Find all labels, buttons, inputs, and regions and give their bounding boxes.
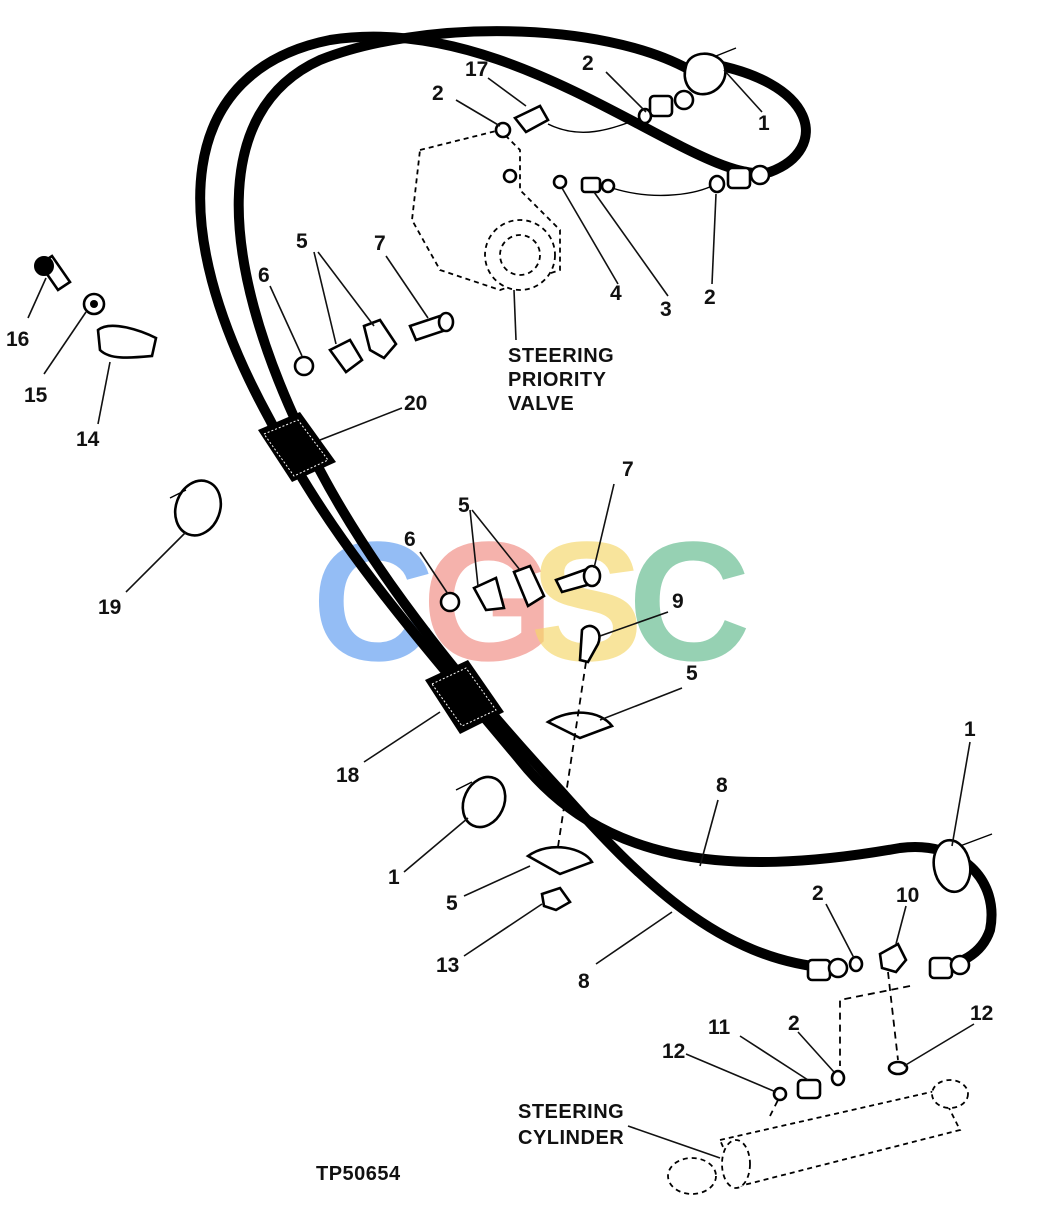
clamp-lower-left — [455, 775, 507, 829]
callout-15: 15 — [24, 384, 48, 407]
callout-6-a: 6 — [258, 264, 270, 287]
callout-9: 9 — [672, 590, 684, 613]
callout-14: 14 — [76, 428, 100, 451]
caption-line-1: STEERING — [508, 345, 614, 367]
steering-cylinder — [667, 1079, 969, 1195]
callout-1-a: 1 — [758, 112, 770, 135]
callout-10: 10 — [896, 884, 919, 907]
watermark-letter-3: S — [530, 507, 643, 697]
fittings-cylinder — [769, 942, 911, 1117]
callout-16: 16 — [6, 328, 29, 351]
hose-end-fitting-lower-right — [928, 954, 971, 980]
fittings-valve — [494, 104, 726, 197]
callout-5-d: 5 — [446, 892, 458, 915]
callout-7-a: 7 — [374, 232, 386, 255]
hose-end-fitting-lower-left — [806, 957, 849, 982]
callout-12-a: 12 — [662, 1040, 685, 1063]
callout-7-b: 7 — [622, 458, 634, 481]
callout-20: 20 — [404, 392, 427, 415]
watermark-letter-4: C — [628, 507, 751, 697]
figure-code: TP50654 — [316, 1163, 401, 1185]
caption-line-2: PRIORITY — [508, 369, 607, 391]
caption-line-3: VALVE — [508, 393, 574, 415]
callouts: 17 2 2 1 4 3 2 5 7 6 16 15 14 20 19 7 5 … — [6, 52, 993, 1063]
steering-priority-valve — [411, 129, 561, 291]
callout-5-a: 5 — [296, 230, 308, 253]
callout-2-c: 2 — [704, 286, 716, 309]
clamp-19 — [169, 479, 223, 537]
hose-group — [195, 26, 997, 982]
caption-steering-cylinder: STEERING CYLINDER — [518, 1101, 624, 1149]
callout-1-b: 1 — [964, 718, 976, 741]
callout-18: 18 — [336, 764, 360, 787]
watermark-letter-1: C — [312, 507, 435, 697]
hose-guard-18 — [425, 660, 504, 734]
callout-8-b: 8 — [578, 970, 590, 993]
callout-12-b: 12 — [970, 1002, 993, 1025]
callout-2-b: 2 — [582, 52, 594, 75]
hose-end-fitting-top — [648, 89, 695, 118]
callout-1-c: 1 — [388, 866, 400, 889]
clip-lower — [525, 661, 615, 912]
caption-line-2: CYLINDER — [518, 1127, 624, 1149]
callout-6-b: 6 — [404, 528, 416, 551]
hose-end-fitting-right — [726, 164, 771, 190]
hose-guard-20 — [258, 412, 336, 482]
callout-4: 4 — [610, 282, 622, 305]
leader-lines — [27, 69, 975, 1159]
callout-17: 17 — [465, 58, 488, 81]
callout-3: 3 — [660, 298, 672, 321]
callout-2-d: 2 — [812, 882, 824, 905]
caption-steering-priority-valve: STEERING PRIORITY VALVE — [508, 345, 614, 415]
callout-13: 13 — [436, 954, 459, 977]
callout-2-e: 2 — [788, 1012, 800, 1035]
callout-2-a: 2 — [432, 82, 444, 105]
hose-clamp-upper — [683, 47, 737, 96]
callout-5-b: 5 — [458, 494, 470, 517]
callout-19: 19 — [98, 596, 121, 619]
clamp-14-assembly — [34, 254, 158, 359]
callout-11: 11 — [708, 1016, 731, 1039]
callout-5-c: 5 — [686, 662, 698, 685]
clip-group-upper — [293, 311, 455, 377]
callout-8-a: 8 — [716, 774, 728, 797]
clamp-lower-right — [932, 833, 993, 894]
caption-line-1: STEERING — [518, 1101, 624, 1123]
clip-group-middle — [439, 564, 602, 664]
